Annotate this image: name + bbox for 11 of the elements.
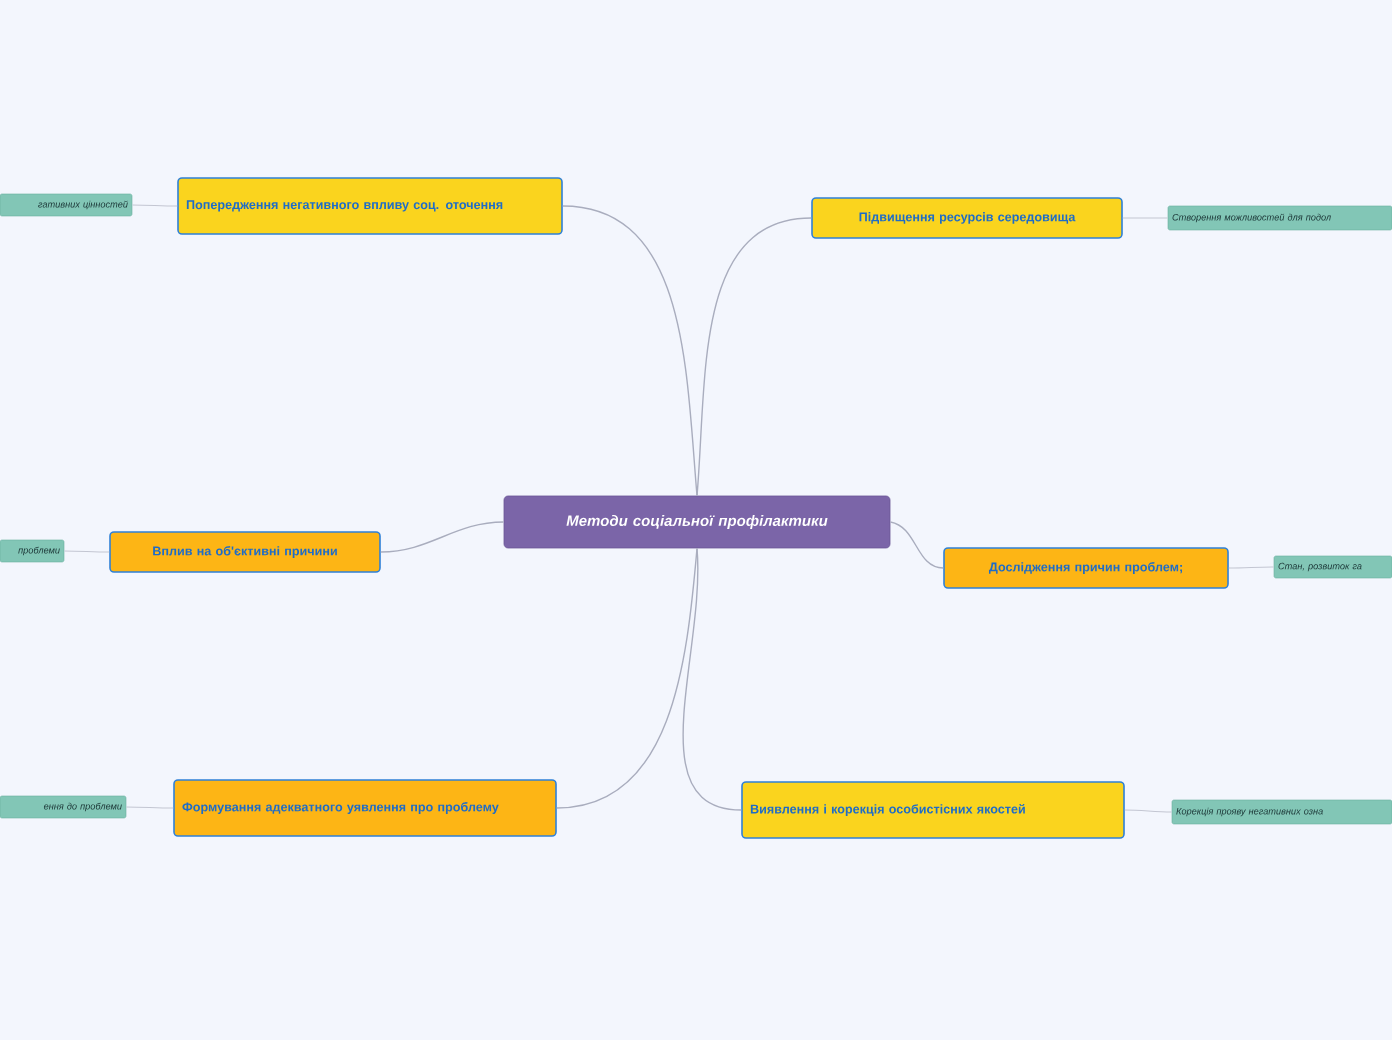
connector bbox=[682, 547, 742, 811]
connector bbox=[63, 550, 110, 553]
connector bbox=[1124, 809, 1173, 813]
connector bbox=[131, 204, 178, 207]
connector bbox=[889, 521, 944, 569]
connector bbox=[562, 205, 698, 497]
connector bbox=[380, 521, 505, 553]
connector bbox=[696, 217, 812, 497]
connector bbox=[125, 806, 174, 809]
connector bbox=[556, 547, 698, 809]
connector bbox=[1228, 566, 1275, 569]
